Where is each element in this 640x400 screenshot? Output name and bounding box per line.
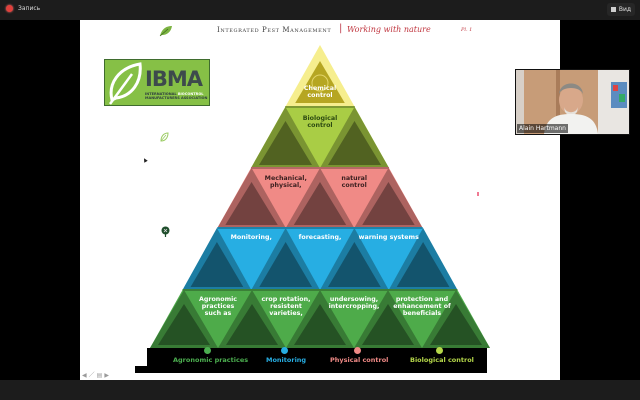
leaf-icon — [159, 26, 172, 37]
tier-biological-photo — [328, 121, 382, 165]
tier-label-monitoring-2: warning systems — [358, 234, 419, 241]
tier-biological-photo — [258, 121, 312, 165]
participant-video[interactable]: Alain Hartmann — [515, 69, 630, 135]
logo-tagline-2: MANUFACTURERS ASSOCIATION — [145, 96, 208, 100]
shared-slide: Integrated Pest Management | Working wit… — [80, 20, 560, 380]
ipm-pyramid — [150, 45, 490, 348]
meeting-top-bar: Запись Вид — [0, 0, 640, 20]
recording-label: Запись — [18, 5, 41, 12]
logo-tagline-1: INTERNATIONAL — [145, 92, 178, 96]
legend-dot — [204, 347, 211, 354]
legend-dot — [281, 347, 288, 354]
chemical-photo — [295, 61, 345, 103]
plate-number: Pl. 1 — [461, 27, 473, 33]
participant-name: Alain Hartmann — [517, 124, 568, 133]
tier-agronomic-photo — [158, 304, 210, 345]
logo-wordmark: IBMA — [145, 67, 203, 91]
tier-label-agronomic-2: undersowing,intercropping, — [328, 296, 380, 310]
tier-monitoring-photo — [190, 242, 244, 287]
leaf-outline-icon — [160, 132, 169, 142]
tier-label-monitoring-0: Monitoring, — [230, 234, 272, 241]
legend-band — [147, 348, 487, 373]
tier-monitoring-photo — [259, 242, 312, 287]
tier-agronomic-photo — [294, 304, 346, 345]
legend-item: Biological control — [410, 356, 474, 364]
legend-step — [135, 366, 155, 373]
view-label: Вид — [618, 6, 631, 13]
legend-item: Agronomic practices — [173, 356, 249, 364]
pink-marker — [477, 192, 479, 196]
logo-tagline-biocontrol: BIOCONTROL — [177, 92, 204, 96]
legend-dot — [436, 347, 443, 354]
tier-monitoring — [182, 228, 458, 290]
view-button[interactable]: Вид — [606, 3, 635, 16]
tier-physical-photo — [293, 182, 347, 225]
tier-monitoring-photo — [396, 242, 450, 287]
legend-item: Physical control — [330, 356, 389, 364]
slide-title: Integrated Pest Management — [217, 26, 332, 34]
recording-indicator[interactable]: Запись — [6, 5, 40, 12]
video-feed — [516, 70, 629, 134]
title-separator: | — [339, 23, 343, 34]
slide-nav-controls: ◀ ／ ▤ ▶ — [82, 373, 109, 379]
meeting-bottom-bar — [0, 380, 640, 400]
slide-subtitle: Working with nature — [347, 25, 431, 34]
menu-icon[interactable]: ▤ — [96, 372, 103, 379]
tier-agronomic-photo — [362, 304, 414, 345]
tier-agronomic-photo — [430, 304, 482, 345]
grid-view-icon — [610, 7, 616, 12]
tier-agronomic-photo — [226, 304, 278, 345]
logo-leaf-icon — [108, 62, 142, 105]
prev-slide-icon[interactable]: ◀ — [82, 372, 87, 379]
tier-physical-photo — [362, 182, 415, 225]
tier-label-physical-0: Mechanical,physical, — [264, 175, 307, 189]
bug-leaf-icon — [161, 226, 170, 237]
tier-label-monitoring-1: forecasting, — [298, 234, 342, 241]
recording-dot-icon — [6, 5, 13, 12]
next-slide-icon[interactable]: ▶ — [104, 372, 109, 379]
pen-icon[interactable]: ／ — [88, 372, 95, 379]
chemical-photo-detail — [311, 74, 329, 92]
legend-item: Monitoring — [266, 356, 307, 364]
tier-physical-photo — [225, 182, 278, 225]
legend-dot — [354, 347, 361, 354]
tier-monitoring-photo — [328, 242, 381, 287]
